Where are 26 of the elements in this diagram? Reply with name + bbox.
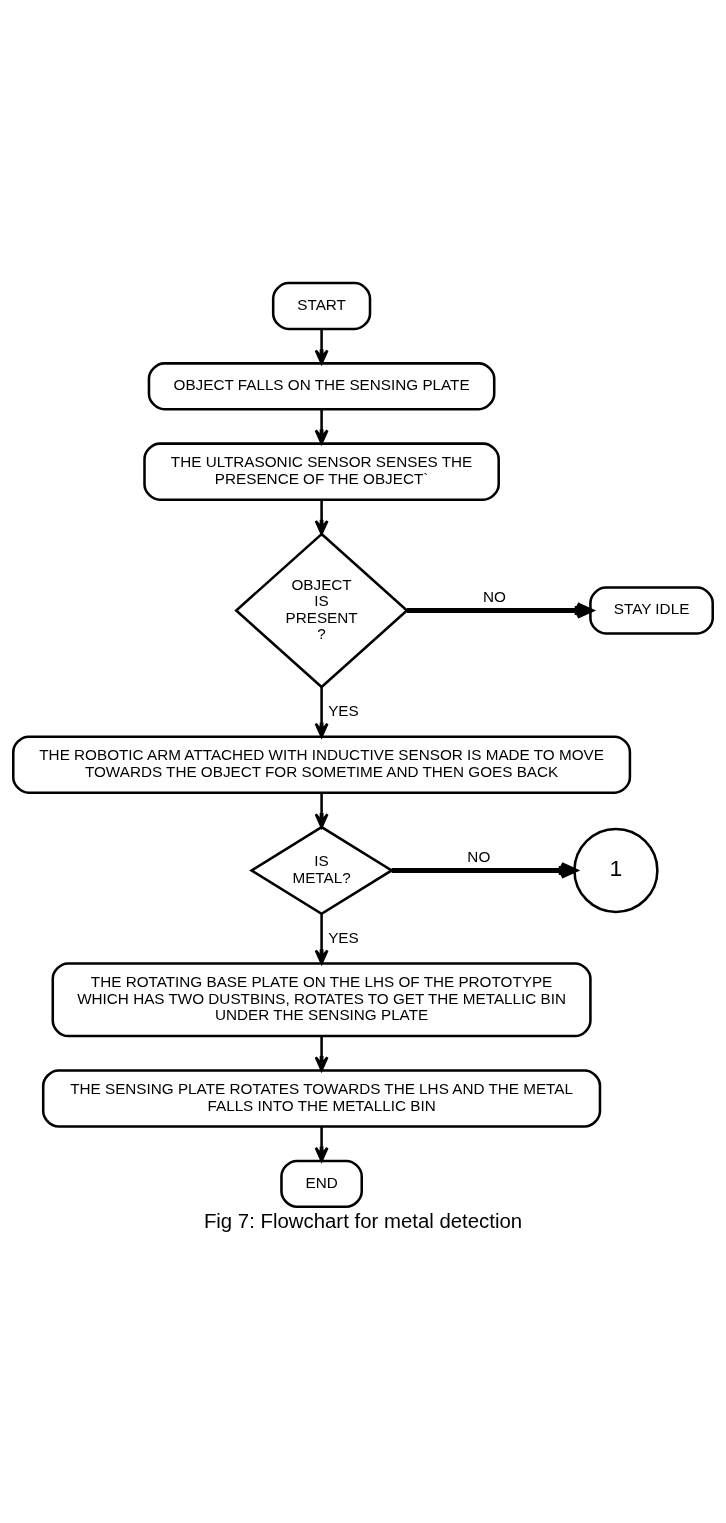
arrow bbox=[391, 862, 577, 879]
node-diamond: IS METAL? bbox=[249, 825, 395, 916]
node-box: THE ROBOTIC ARM ATTACHED WITH INDUCTIVE SENSOR IS MADE TO MOVE TOWARDS THE OBJECT FOR SOMETIME AND THEN GOES BACK bbox=[12, 735, 632, 794]
arrow bbox=[314, 1126, 329, 1162]
arrow bbox=[407, 602, 593, 619]
node-box: STAY IDLE bbox=[589, 586, 714, 635]
edge-label: NO bbox=[482, 588, 506, 606]
edge-label: YES bbox=[328, 701, 359, 719]
arrow bbox=[314, 793, 329, 829]
caption: Fig 7: Flowchart for metal detection bbox=[203, 1210, 523, 1233]
node-box: THE ROTATING BASE PLATE ON THE LHS OF THE PROTOTYPE WHICH HAS TWO DUSTBINS, ROTATES TO GET THE METALLIC BIN UNDER THE SENSING PLATE bbox=[51, 962, 592, 1038]
node-box: END bbox=[280, 1159, 363, 1209]
node-box: START bbox=[271, 281, 372, 331]
node-box: THE SENSING PLATE ROTATES TOWARDS THE LHS AND THE METAL FALLS INTO THE METALLIC BIN bbox=[41, 1069, 602, 1128]
arrow bbox=[314, 1036, 329, 1072]
edge-label: YES bbox=[328, 928, 359, 946]
node-diamond: OBJECT IS PRESENT ? bbox=[234, 532, 409, 689]
arrow bbox=[314, 687, 329, 738]
node-circle: 1 bbox=[573, 827, 659, 914]
node-box: THE ULTRASONIC SENSOR SENSES THE PRESENCE OF THE OBJECT` bbox=[143, 442, 500, 501]
arrow bbox=[314, 499, 329, 535]
node-box: OBJECT FALLS ON THE SENSING PLATE bbox=[147, 362, 496, 411]
arrow bbox=[314, 329, 329, 365]
edge-label: NO bbox=[467, 848, 491, 866]
arrow bbox=[314, 913, 329, 965]
arrow bbox=[314, 409, 329, 445]
